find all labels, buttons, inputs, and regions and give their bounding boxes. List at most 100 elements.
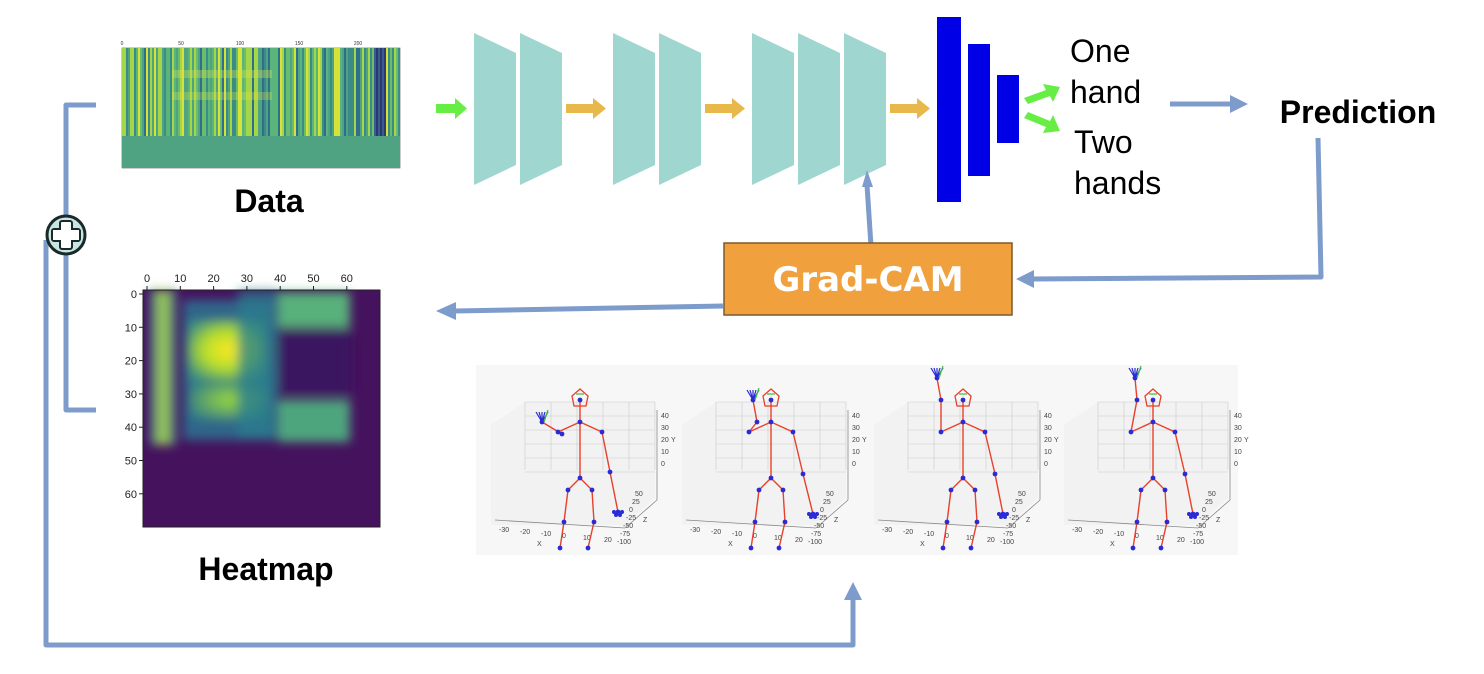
flow-arrows: [436, 84, 1060, 133]
data-stripe: [172, 48, 174, 136]
data-stripe: [382, 48, 384, 136]
conv-layer: [520, 33, 562, 185]
pose-z-axis-label: Z: [643, 517, 648, 524]
data-stripe: [196, 48, 198, 136]
pose-y-tick: 0: [1234, 461, 1238, 468]
pose-bone: [970, 521, 978, 549]
pose-z-tick: -25: [817, 515, 827, 522]
data-stripe: [280, 48, 282, 136]
pose-axis-line: [494, 519, 626, 529]
pose-head: [571, 388, 589, 407]
pose-x-axis-label: X: [537, 541, 542, 548]
data-stripe: [304, 48, 306, 136]
data-tick: 200: [354, 41, 363, 47]
arrowhead: [862, 170, 873, 187]
pose-x-tick: 0: [562, 533, 566, 540]
data-stripe: [122, 48, 124, 136]
data-stripe: [324, 48, 326, 136]
data-stripe: [380, 48, 382, 136]
pose-joint: [1150, 397, 1156, 403]
data-stripe: [378, 48, 380, 136]
pose-y-tick: 10: [852, 449, 860, 456]
data-stripe: [336, 48, 338, 136]
pose-joint: [768, 475, 774, 481]
pose-bone: [792, 431, 804, 475]
pose-hand-joint: [614, 513, 618, 517]
pose-bone: [962, 421, 986, 433]
pose-hand-joint: [612, 510, 616, 514]
pose-bone: [609, 471, 619, 513]
conv-layer-group-2: [613, 33, 701, 185]
pose-x-tick: -10: [924, 531, 934, 538]
pose-axis-line: [877, 519, 1009, 529]
pose-y-axis-label: Y: [1054, 437, 1059, 444]
pose-joint: [1150, 419, 1156, 425]
data-stripe: [354, 48, 356, 136]
data-stripe: [166, 48, 168, 136]
pose-joint: [577, 397, 583, 403]
pose-bone: [587, 521, 595, 549]
dense-layer: [997, 75, 1019, 143]
data-stripe: [138, 48, 140, 136]
data-stripe: [372, 48, 374, 136]
data-stripe: [142, 48, 144, 136]
pose-x-axis-label: X: [728, 541, 733, 548]
data-stripe: [274, 48, 276, 136]
arrow-gradcam-to-heatmap: [454, 303, 724, 314]
pose-x-tick: 0: [945, 533, 949, 540]
data-stripe: [130, 48, 132, 136]
pose-z-tick: 25: [823, 499, 831, 506]
data-stripe: [178, 48, 180, 136]
data-stripe: [320, 48, 322, 136]
data-stripe: [358, 48, 360, 136]
pose-x-tick: -10: [732, 531, 742, 538]
conv-layer: [613, 33, 655, 185]
pose-axis-line: [1197, 499, 1231, 529]
pose-bone: [591, 489, 595, 523]
data-stripe: [154, 48, 156, 136]
dense-layer: [937, 17, 961, 202]
pose-y-tick: 30: [1234, 425, 1242, 432]
arrowhead: [436, 302, 456, 320]
pose-y-tick: 0: [661, 461, 665, 468]
pose-bone: [748, 421, 772, 433]
data-stripe: [352, 48, 354, 136]
pose-bone: [567, 477, 581, 491]
pose-z-tick: -25: [1199, 515, 1209, 522]
pose-joint: [754, 419, 760, 425]
pose-x-tick: -20: [1093, 529, 1103, 536]
pose-joint: [968, 545, 974, 551]
data-stripe: [184, 48, 186, 136]
data-stripe: [156, 48, 158, 136]
conv-layer: [844, 33, 886, 185]
pose-bone: [1132, 521, 1138, 549]
data-stripe: [384, 48, 386, 136]
pose-axis-line: [1067, 519, 1199, 529]
data-stripe: [158, 48, 160, 136]
heatmap-y-tick: 40: [125, 422, 137, 434]
pose-joint: [555, 429, 561, 435]
data-stripe: [346, 48, 348, 136]
pose-joint: [768, 397, 774, 403]
pose-bone: [750, 521, 756, 549]
data-stripe: [228, 48, 230, 136]
heatmap-y-tick: 10: [125, 322, 137, 334]
gold-arrow: [566, 98, 606, 119]
pose-bone: [936, 377, 942, 401]
data-stripe: [150, 48, 152, 136]
data-stripe: [250, 48, 252, 136]
pose-joint: [1128, 429, 1134, 435]
pose-finger: [938, 365, 944, 379]
pose-x-tick: -10: [1114, 531, 1124, 538]
pose-axis-line: [1007, 499, 1041, 529]
pose-joint: [1172, 429, 1178, 435]
heatmap-y-tick: 30: [125, 389, 137, 401]
pose-y-tick: 20: [852, 437, 860, 444]
pose-x-tick: 10: [583, 535, 591, 542]
data-stripe: [394, 48, 396, 136]
pose-z-tick: -50: [1196, 523, 1206, 530]
pose-z-tick: -75: [620, 531, 630, 538]
